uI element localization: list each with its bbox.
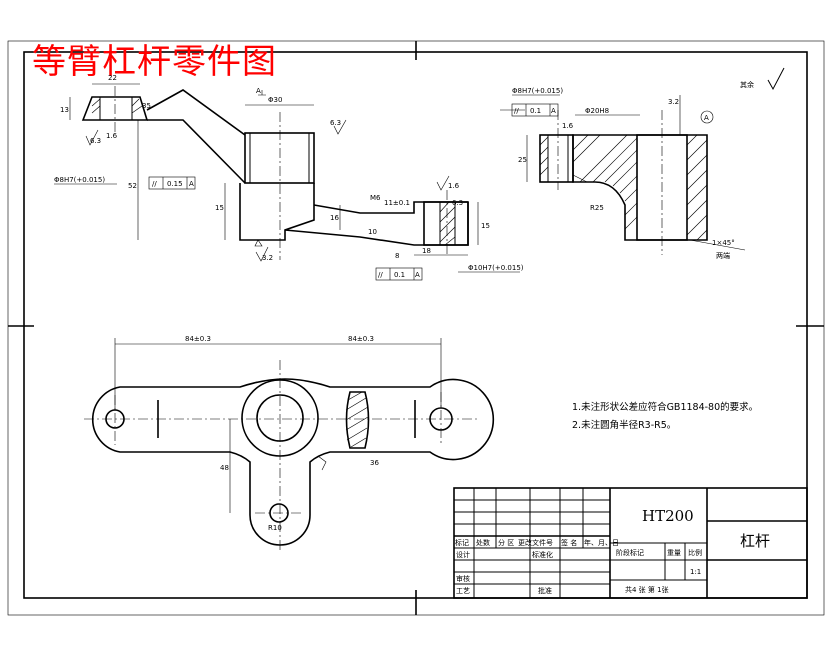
svg-text:A: A <box>704 114 709 122</box>
svg-text:18: 18 <box>422 247 431 255</box>
svg-text:0.1: 0.1 <box>530 107 541 115</box>
svg-text:6.3: 6.3 <box>452 199 463 207</box>
svg-text:22: 22 <box>108 74 117 82</box>
title-block: 标记 处数 分 区 更改文件号 签 名 年、月、日 设计 标准化 审核 工艺 批… <box>453 487 808 599</box>
svg-text:15: 15 <box>481 222 490 230</box>
svg-text:标准化: 标准化 <box>532 550 553 559</box>
svg-text:A: A <box>189 180 194 188</box>
svg-text:35: 35 <box>142 102 151 110</box>
roughness-other-label: 其余 <box>740 80 754 89</box>
svg-text:1.6: 1.6 <box>106 132 118 140</box>
svg-text:R25: R25 <box>590 204 604 212</box>
svg-text:批准: 批准 <box>538 586 552 595</box>
svg-text:1×45°: 1×45° <box>712 239 735 247</box>
part-name: 杠杆 <box>740 532 770 550</box>
svg-text:8: 8 <box>395 252 399 260</box>
svg-text:设计: 设计 <box>456 550 470 559</box>
svg-text:10: 10 <box>368 228 377 236</box>
svg-text:年、月、日: 年、月、日 <box>584 538 619 547</box>
svg-text:M6: M6 <box>370 194 381 202</box>
svg-text://: // <box>514 107 519 115</box>
top-view: 84±0.3 84±0.3 48 R10 36 <box>84 335 495 550</box>
svg-text://: // <box>378 271 383 279</box>
svg-text:1:1: 1:1 <box>690 568 701 576</box>
svg-text:比例: 比例 <box>688 548 702 557</box>
svg-text:工艺: 工艺 <box>456 587 470 595</box>
svg-text:重量: 重量 <box>667 549 681 557</box>
outer-border <box>7 40 825 616</box>
svg-text:36: 36 <box>370 459 379 467</box>
svg-text:52: 52 <box>128 182 137 190</box>
svg-text:1.6: 1.6 <box>562 122 574 130</box>
svg-text:15: 15 <box>215 204 224 212</box>
svg-text:11±0.1: 11±0.1 <box>384 199 410 207</box>
front-view: 13 22 35 Φ30 6.3 1.6 6.3 Φ8H7(+0.015) //… <box>54 74 524 281</box>
svg-text:处数: 处数 <box>476 538 490 547</box>
drawing-title: 等臂杠杆零件图 <box>32 42 277 82</box>
svg-text:Φ30: Φ30 <box>268 96 282 104</box>
svg-text:A: A <box>256 87 261 95</box>
svg-text:更改文件号: 更改文件号 <box>518 538 553 547</box>
svg-text:0.1: 0.1 <box>394 271 405 279</box>
svg-text:共4 张 第 1张: 共4 张 第 1张 <box>625 585 669 594</box>
svg-text:84±0.3: 84±0.3 <box>185 335 211 343</box>
side-section-view: Φ8H7(+0.015) // 0.1 A Φ20H8 3.2 A 1.6 25… <box>500 87 746 260</box>
svg-text:13: 13 <box>60 106 69 114</box>
svg-text:6.3: 6.3 <box>330 119 341 127</box>
svg-text:3.2: 3.2 <box>668 98 679 106</box>
svg-text:1.6: 1.6 <box>448 182 460 190</box>
svg-text:A: A <box>551 107 556 115</box>
svg-text:A: A <box>415 271 420 279</box>
svg-text:6.3: 6.3 <box>90 137 101 145</box>
svg-text:Φ8H7(+0.015): Φ8H7(+0.015) <box>512 87 563 95</box>
svg-text://: // <box>152 180 157 188</box>
svg-text:84±0.3: 84±0.3 <box>348 335 374 343</box>
svg-text:签 名: 签 名 <box>561 538 577 547</box>
svg-text:0.15: 0.15 <box>167 180 183 188</box>
svg-text:审核: 审核 <box>456 574 470 583</box>
svg-text:Φ8H7(+0.015): Φ8H7(+0.015) <box>54 176 105 184</box>
svg-text:Φ20H8: Φ20H8 <box>585 107 609 115</box>
svg-text:25: 25 <box>518 156 527 164</box>
note-1: 1.未注形状公差应符合GB1184-80的要求。 <box>572 401 758 413</box>
svg-text:分 区: 分 区 <box>498 538 514 547</box>
svg-text:48: 48 <box>220 464 229 472</box>
svg-text:两端: 两端 <box>716 251 730 260</box>
svg-text:标记: 标记 <box>455 538 469 547</box>
svg-text:3.2: 3.2 <box>262 254 273 262</box>
roughness-symbol <box>767 67 785 91</box>
svg-text:Φ10H7(+0.015): Φ10H7(+0.015) <box>468 264 524 272</box>
material-label: HT200 <box>642 507 694 525</box>
svg-text:R10: R10 <box>268 524 282 532</box>
svg-text:16: 16 <box>330 214 339 222</box>
note-2: 2.未注圆角半径R3-R5。 <box>572 419 676 431</box>
svg-text:阶段标记: 阶段标记 <box>616 548 644 557</box>
